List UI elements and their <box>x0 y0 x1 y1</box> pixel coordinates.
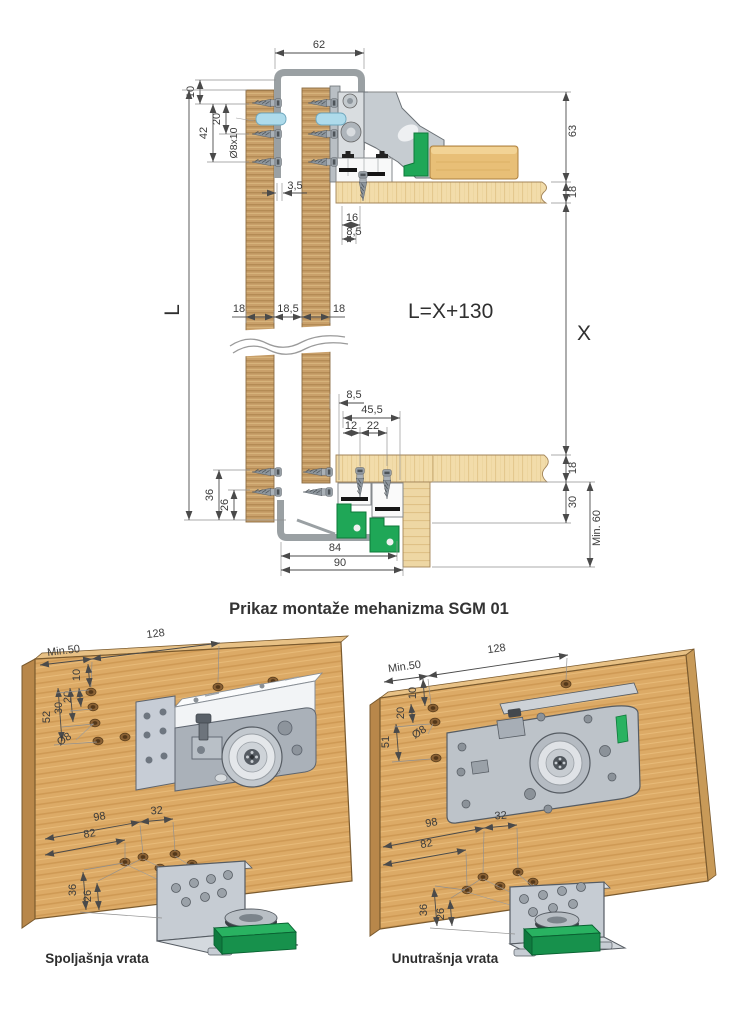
green-floor-guide <box>513 911 613 957</box>
adjustment-bolt-icon <box>507 708 522 718</box>
outer-door-roller-mechanism <box>135 672 324 792</box>
dim-label-30: 30 <box>567 496 579 508</box>
dim-label-98: 98 <box>93 810 107 824</box>
dim-label-82: 82 <box>419 837 433 851</box>
dim-label-26: 26 <box>219 499 231 511</box>
dim-label-26: 26 <box>435 908 447 920</box>
dim-label-10: 10 <box>71 669 83 681</box>
dim-label-12: 12 <box>345 420 357 432</box>
outer-door-iso-view: Min.50 128 10 20 30 52 Ø8 98 32 82 <box>21 627 353 966</box>
bottom-door-profile <box>277 500 398 541</box>
dim-label-20: 20 <box>62 691 74 703</box>
break-line <box>229 325 349 357</box>
dim-label-16: 16 <box>346 212 358 224</box>
bottom-cabinet-panel <box>335 454 549 483</box>
green-floor-guide <box>207 908 297 956</box>
dim-label-min-60: Min. 60 <box>591 510 603 546</box>
dim-label-18-5: 18,5 <box>277 303 298 315</box>
dim-label-90: 90 <box>334 557 346 569</box>
dim-label-22: 22 <box>367 420 379 432</box>
section-view-drawing: 62 10 20 42 Ø8x10 3,5 16 8,5 <box>161 39 603 576</box>
dimension-lines: 62 10 20 42 Ø8x10 3,5 16 8,5 <box>161 39 603 576</box>
dim-label-L: L <box>161 304 184 316</box>
dim-label-8-5-top: 8,5 <box>346 226 361 238</box>
dim-label-84: 84 <box>329 542 341 554</box>
dim-label-X: X <box>577 322 591 345</box>
top-door-profile <box>274 69 365 178</box>
inner-door-caption: Unutrašnja vrata <box>392 951 499 966</box>
dim-label-62: 62 <box>313 39 325 51</box>
dim-label-45-5: 45,5 <box>361 404 382 416</box>
outer-door-caption: Spoljašnja vrata <box>45 951 149 966</box>
green-insert <box>615 714 629 744</box>
panel-edge-face <box>21 658 36 929</box>
isometric-views-drawing: Min.50 128 10 20 30 52 Ø8 98 32 82 <box>21 627 717 966</box>
dim-label-52: 52 <box>41 711 53 723</box>
dim-label-18-b: 18 <box>333 303 345 315</box>
dim-label-min50: Min.50 <box>47 643 81 659</box>
dim-label-128: 128 <box>146 627 166 641</box>
top-cabinet-panel <box>335 181 548 204</box>
green-guide-clip <box>336 503 367 539</box>
dim-label-36: 36 <box>67 884 79 896</box>
dim-label-42: 42 <box>198 127 210 139</box>
dim-label-3-5: 3,5 <box>287 180 302 192</box>
dim-label-min50: Min.50 <box>387 659 421 675</box>
main-caption: Prikaz montaže mehanizma SGM 01 <box>229 600 509 618</box>
inner-door-roller-mechanism <box>446 682 641 824</box>
green-guide-clip <box>369 517 400 553</box>
outer-door-dimensions: Min.50 128 10 20 30 52 Ø8 98 32 82 <box>39 627 221 919</box>
bottom-guide-channels <box>336 482 404 553</box>
inner-door-iso-view: Min.50 128 10 20 51 Ø8 98 32 82 <box>369 642 717 966</box>
dim-label-82: 82 <box>83 827 97 841</box>
roller-wheel-icon <box>529 732 591 794</box>
roller-wheel-icon <box>221 726 283 788</box>
dim-label-63: 63 <box>567 125 579 137</box>
dim-label-plug: Ø8x10 <box>228 127 240 158</box>
formula-label: L=X+130 <box>408 300 493 323</box>
inner-door-dimensions: Min.50 128 10 20 51 Ø8 98 32 82 <box>380 642 569 935</box>
dim-label-18-a: 18 <box>233 303 245 315</box>
top-roller-mechanism <box>329 85 519 183</box>
dim-label-18-floor: 18 <box>567 462 579 474</box>
dim-label-51: 51 <box>380 736 392 748</box>
dim-label-98: 98 <box>424 816 438 830</box>
dim-label-8-5-bottom: 8,5 <box>346 389 361 401</box>
inner-floor-guide-bracket <box>508 881 627 957</box>
dim-label-32: 32 <box>150 805 163 818</box>
dim-label-18-top: 18 <box>567 186 579 198</box>
green-buffer-clip <box>403 132 429 177</box>
dim-label-128: 128 <box>487 642 507 656</box>
bottom-cabinet-post <box>402 481 431 568</box>
inner-door-board-section <box>301 87 331 484</box>
wood-block-spacer <box>429 145 519 180</box>
dim-label-36: 36 <box>418 904 430 916</box>
dim-label-32: 32 <box>494 810 507 823</box>
panel-edge-face <box>369 697 381 937</box>
dowel-plug-icon <box>255 112 287 126</box>
outer-door-board-section <box>245 89 275 523</box>
dowel-plug-icon <box>315 112 347 126</box>
bottom-profile-spring <box>296 518 336 536</box>
dim-label-10: 10 <box>407 687 419 699</box>
dim-label-10: 10 <box>185 86 197 98</box>
outer-floor-guide-bracket <box>156 860 299 956</box>
dim-label-36: 36 <box>204 489 216 501</box>
mounting-screws <box>251 98 392 500</box>
dim-label-20: 20 <box>395 707 407 719</box>
dim-label-26: 26 <box>82 890 94 902</box>
